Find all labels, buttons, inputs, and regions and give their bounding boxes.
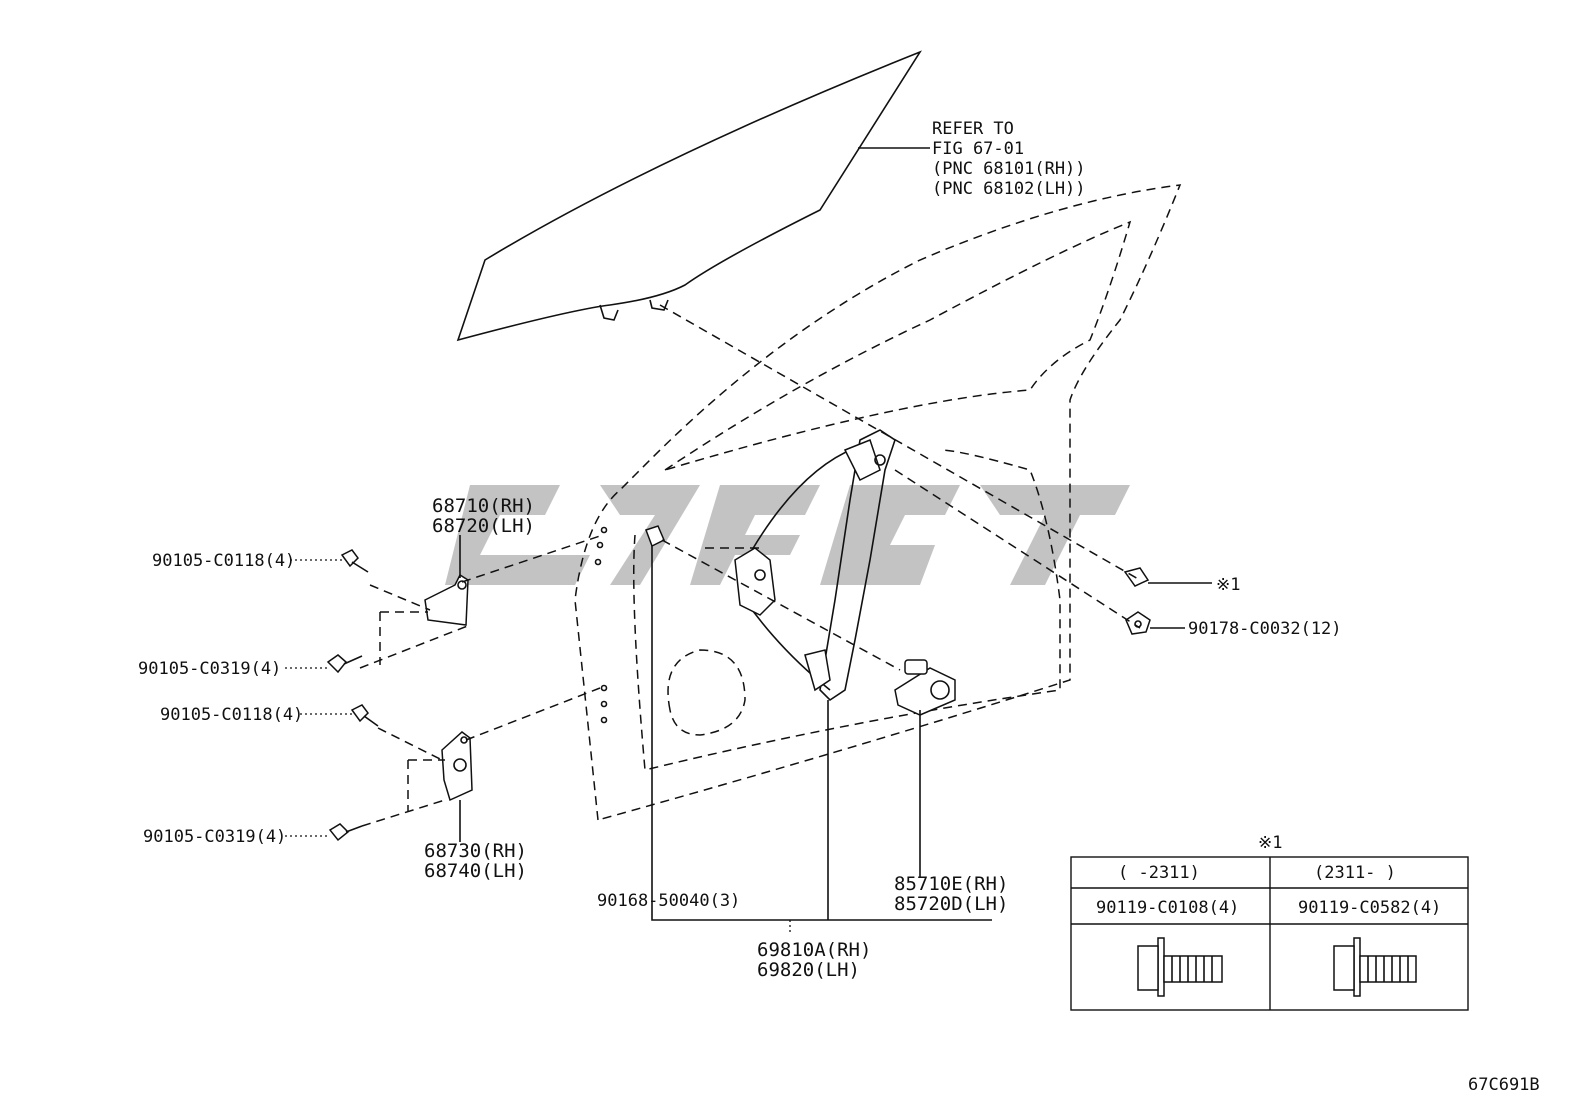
callout-bolt-c0319-upper: 90105-C0319(4) xyxy=(138,659,281,679)
callout-bolt-c0118-upper: 90105-C0118(4) xyxy=(152,551,295,571)
glass-ref-line4: (PNC 68102(LH)) xyxy=(932,179,1086,199)
callout-bolt-c0118-lower: 90105-C0118(4) xyxy=(160,705,303,725)
window-regulator xyxy=(734,429,896,702)
regulator-motor xyxy=(894,659,956,716)
bolt-icon xyxy=(328,823,363,842)
callout-note-mark: ※1 xyxy=(1216,575,1240,595)
flange-bolt-icon xyxy=(1333,937,1417,997)
callout-bolt-c0319-lower: 90105-C0319(4) xyxy=(143,827,286,847)
variant-table-title: ※1 xyxy=(1258,833,1282,853)
door-outline xyxy=(574,184,1182,821)
glass-ref-line2: FIG 67-01 xyxy=(932,139,1024,159)
callout-motor-lh: 85720D(LH) xyxy=(894,893,1008,915)
callout-bolt-50040: 90168-50040(3) xyxy=(597,891,740,911)
figure-id: 67C691B xyxy=(1468,1075,1540,1095)
assembly-lines xyxy=(359,304,1141,827)
bolt-icon xyxy=(326,654,363,674)
callout-hinge-upper-lh: 68720(LH) xyxy=(432,515,535,537)
callout-regulator-lh: 69820(LH) xyxy=(757,959,860,981)
callout-nut-c0032: 90178-C0032(12) xyxy=(1188,619,1342,639)
bolt-icon xyxy=(340,549,369,573)
callout-hinge-lower-rh: 68730(RH) xyxy=(424,840,527,862)
leader-lines xyxy=(285,535,1212,935)
bolt-icon xyxy=(645,525,665,548)
lower-hinge xyxy=(441,731,473,802)
callout-hinge-lower-lh: 68740(LH) xyxy=(424,860,527,882)
variant-col2-part: 90119-C0582(4) xyxy=(1298,898,1441,918)
door-glass xyxy=(456,50,922,342)
glass-reference-label: REFER TO FIG 67-01 (PNC 68101(RH)) (PNC … xyxy=(932,119,1086,199)
bolt-icon xyxy=(1123,567,1150,587)
glass-ref-line1: REFER TO xyxy=(932,119,1014,139)
glass-ref-line3: (PNC 68101(RH)) xyxy=(932,159,1086,179)
callout-hinge-upper-rh: 68710(RH) xyxy=(432,495,535,517)
variant-col1-range: ( -2311) xyxy=(1118,863,1200,883)
flange-bolt-icon xyxy=(1137,937,1223,997)
variant-table: ※1 ( -2311) (2311- ) 90119-C0108(4) 9011… xyxy=(1070,833,1469,1011)
bolt-icon xyxy=(350,704,379,727)
nut-icon xyxy=(1125,611,1151,635)
variant-col1-part: 90119-C0108(4) xyxy=(1096,898,1239,918)
callout-regulator-rh: 69810A(RH) xyxy=(757,939,871,961)
callout-motor-rh: 85710E(RH) xyxy=(894,873,1008,895)
variant-col2-range: (2311- ) xyxy=(1314,863,1396,883)
